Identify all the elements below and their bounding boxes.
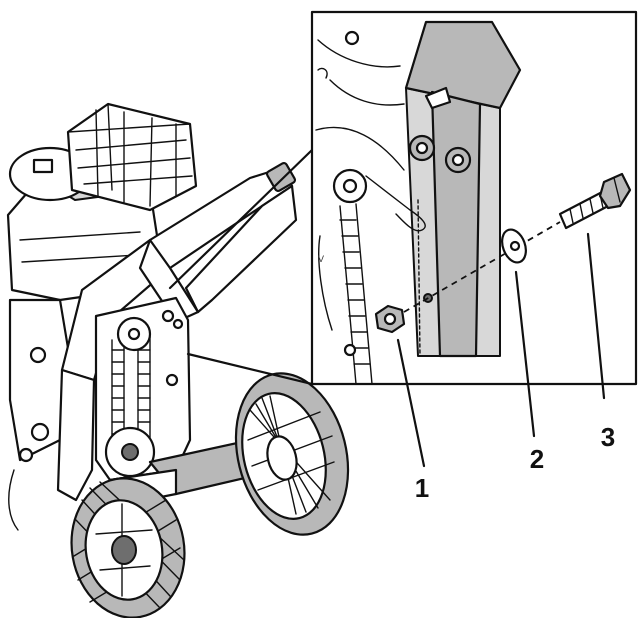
callout-3: 3: [586, 232, 615, 452]
callout-leaders: [168, 148, 314, 386]
wire-guard: [66, 102, 198, 212]
handle-frame: [56, 161, 298, 502]
callout-number-2: 2: [530, 444, 544, 474]
nut-part: [374, 304, 406, 334]
callout-number-3: 3: [601, 422, 615, 452]
svg-text:V: V: [318, 254, 324, 264]
washer-part: [501, 228, 527, 264]
front-wheel: [70, 477, 186, 618]
rear-wheel: [234, 372, 350, 536]
handle-tube-detail: [404, 20, 522, 110]
machine-illustration: [6, 102, 350, 618]
detail-callout: V: [310, 10, 638, 386]
callout-2: 2: [514, 270, 544, 474]
wheel-hub: [111, 535, 137, 565]
belt-column: [94, 296, 192, 482]
gearbox: [8, 298, 72, 531]
bolt-part: [558, 172, 632, 230]
assembly-axis: [403, 221, 561, 313]
plate-bolts: [408, 86, 472, 174]
callout-number-1: 1: [415, 473, 429, 503]
callout-1: 1: [396, 338, 429, 503]
